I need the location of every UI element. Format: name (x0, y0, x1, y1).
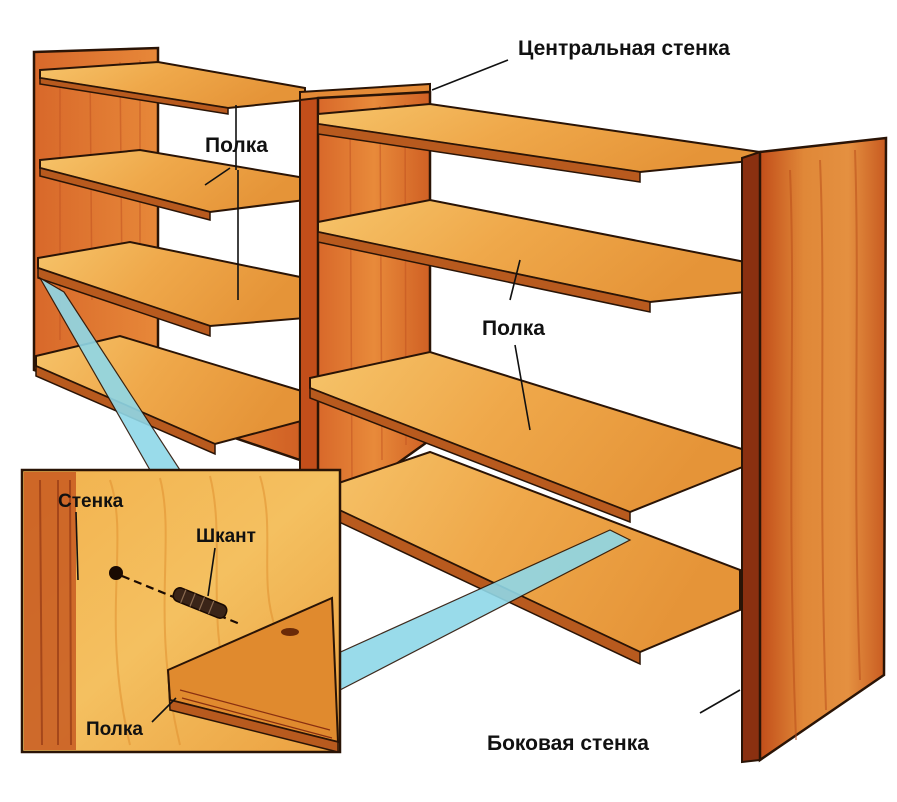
leader-right-shelf-b (514, 344, 531, 431)
label-inset-dowel: Шкант (196, 526, 256, 547)
leader-left-shelf-2 (204, 167, 231, 186)
leader-right-shelf-a (509, 259, 521, 301)
label-side-wall: Боковая стенка (487, 732, 649, 755)
right-shelf-unit (309, 102, 761, 666)
label-inset-shelf: Полка (86, 719, 143, 740)
leader-side-wall (699, 689, 741, 714)
central-wall (299, 82, 432, 524)
leader-inset-dowel (207, 547, 216, 597)
inset-shelf-hole (281, 628, 299, 636)
dowel-icon (172, 587, 228, 619)
left-shelf-unit (32, 46, 306, 462)
label-central-wall: Центральная стенка (518, 37, 730, 60)
side-wall (741, 136, 888, 764)
leader-central-wall (431, 59, 509, 91)
inset-wall (24, 472, 76, 750)
leader-lines (75, 59, 741, 723)
leader-inset-wall (75, 511, 79, 581)
inset-wall-hole (109, 566, 123, 580)
inset-detail (20, 468, 342, 754)
central-wall-panel (299, 96, 319, 524)
label-shelf-left: Полка (205, 134, 268, 157)
label-inset-wall: Стенка (58, 491, 124, 512)
label-shelf-right: Полка (482, 317, 545, 340)
leader-inset-shelf (151, 697, 177, 723)
